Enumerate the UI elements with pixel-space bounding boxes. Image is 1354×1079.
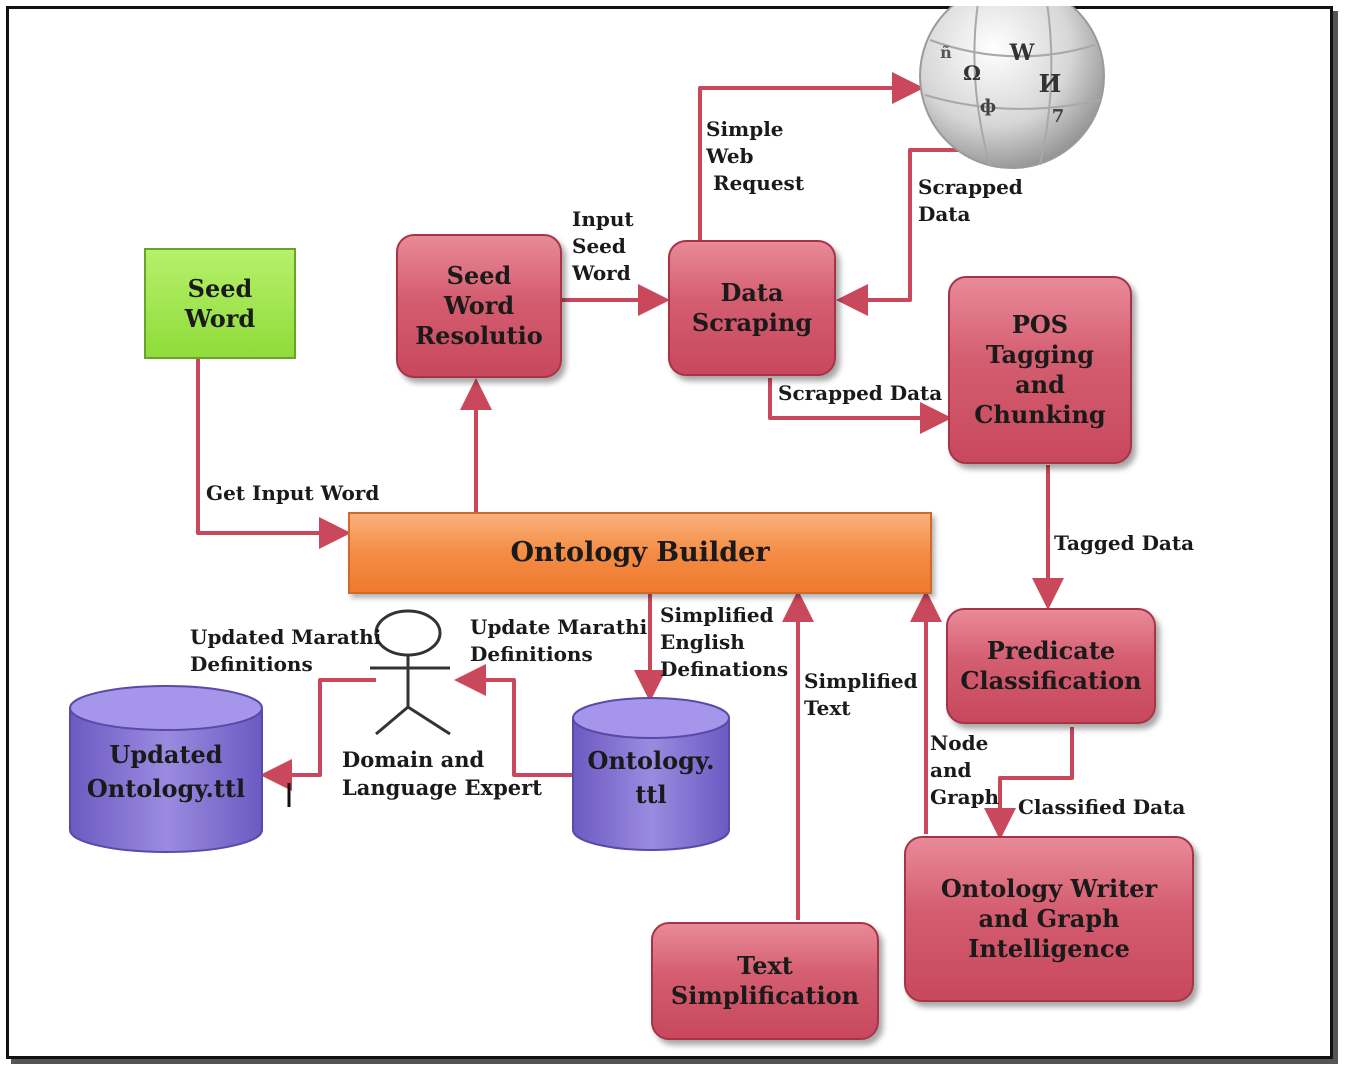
predicate-classification-node: Predicate Classification — [946, 608, 1156, 724]
text-simplification-node: Text Simplification — [651, 922, 879, 1040]
ontology-ttl-cylinder — [572, 697, 730, 851]
label-simplified-english: Simplified English Definations — [660, 603, 789, 681]
label-simple-web-request: Simple Web Request — [706, 117, 805, 195]
label-updated-marathi: Updated Marathi Definitions — [190, 625, 382, 676]
arrow-scrapped-data — [768, 378, 952, 434]
arrow-classified-data — [984, 727, 1074, 840]
globe-glyph: И — [1039, 69, 1062, 98]
arrow-scrapped-data-wiki — [836, 148, 985, 316]
arrow-update-marathi — [454, 664, 574, 777]
domain-expert-label: Domain and Language Expert — [342, 747, 542, 801]
globe-glyph: ñ — [940, 43, 952, 62]
label-classified-data: Classified Data — [1018, 795, 1186, 819]
seed-word-resolution-node: Seed Word Resolutio — [396, 234, 562, 378]
label-scrapped-data-wiki: Scrapped Data — [918, 175, 1023, 226]
label-scrapped-data: Scrapped Data — [778, 381, 943, 405]
arrow-simple-web-request — [698, 72, 924, 240]
data-scraping-node: Data Scraping — [668, 240, 836, 376]
globe-glyph: W — [1009, 40, 1035, 66]
wikipedia-globe-icon: W Ω И 7 ф ñ — [900, 0, 1160, 169]
arrow-updated-marathi — [260, 678, 376, 791]
label-node-and-graph: Node and Graph — [930, 731, 1000, 809]
updated-ontology-label: Updated Ontology.ttl — [86, 740, 246, 803]
ontology-ttl-label: Ontology. ttl — [587, 746, 715, 809]
label-simplified-text: Simplified Text — [804, 669, 918, 720]
pos-tagging-node: POS Tagging and Chunking — [948, 276, 1132, 464]
label-input-seed-word: Input Seed Word — [572, 207, 634, 285]
label-get-input-word: Get Input Word — [206, 481, 380, 505]
ontology-builder-node: Ontology Builder — [348, 512, 932, 594]
globe-glyph: ф — [980, 96, 996, 117]
globe-glyph: 7 — [1052, 106, 1065, 127]
label-update-marathi: Update Marathi Definitions — [470, 615, 648, 666]
ontology-writer-node: Ontology Writer and Graph Intelligence — [904, 836, 1194, 1002]
seed-word-node: Seed Word — [144, 248, 296, 359]
label-tagged-data: Tagged Data — [1054, 531, 1195, 555]
arrow-get-input-word — [196, 357, 351, 549]
updated-ontology-cylinder — [69, 685, 263, 853]
globe-glyph: Ω — [963, 61, 981, 85]
domain-expert-actor-icon — [370, 609, 451, 736]
